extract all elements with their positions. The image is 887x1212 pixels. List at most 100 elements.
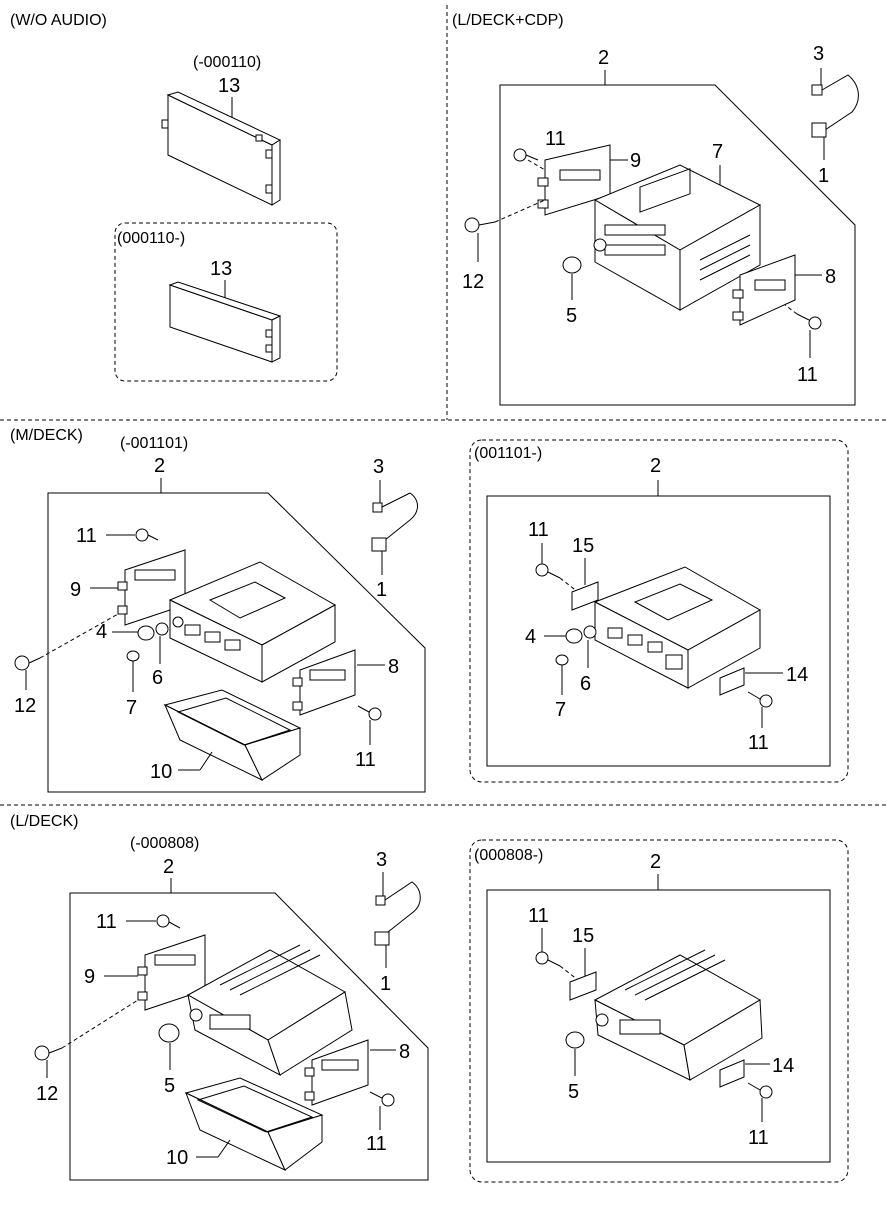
wo-audio-variant-b: (000110-) 13 (114, 222, 338, 382)
audio-unit-ldeck (186, 944, 353, 1077)
screw (357, 705, 382, 721)
part-label-3: 3 (813, 43, 824, 65)
part-label-10: 10 (150, 761, 172, 783)
part-label-11: 11 (355, 749, 376, 771)
part-label-1: 1 (818, 165, 829, 187)
part-label-12: 12 (462, 271, 484, 293)
mounting-bracket-right (304, 1039, 369, 1106)
range-label: (-000110) (193, 54, 261, 71)
screw (747, 691, 773, 708)
part-label-13: 13 (218, 75, 240, 97)
part-label-3: 3 (376, 849, 387, 871)
assembly-frame (47, 492, 426, 793)
assembly-frame (499, 84, 856, 406)
part-label-12: 12 (36, 1083, 58, 1105)
part-label-8: 8 (388, 656, 399, 678)
knob (158, 1023, 180, 1043)
part-label-8: 8 (825, 266, 836, 288)
part-label-12: 12 (14, 695, 36, 717)
section-title-wo-audio: (W/O AUDIO) (10, 12, 107, 29)
part-label-6: 6 (152, 667, 163, 689)
screw (156, 914, 181, 929)
part-label-10: 10 (166, 1147, 188, 1169)
knob (565, 628, 583, 644)
screw (535, 563, 561, 579)
part-label-15: 15 (572, 925, 594, 947)
part-label-8: 8 (399, 1041, 410, 1063)
range-label: (000110-) (117, 230, 185, 247)
mounting-bracket-right (732, 254, 796, 326)
part-label-2: 2 (154, 455, 165, 477)
small-bracket (719, 1059, 745, 1088)
pocket-tray (163, 689, 302, 782)
antenna-cable (374, 872, 421, 946)
assembly-frame (69, 892, 429, 1181)
part-label-11: 11 (797, 364, 818, 386)
ldeck-assembly-a: (-000808) 2 3 1 11 9 (34, 835, 429, 1181)
screw (464, 217, 496, 233)
part-label-11: 11 (545, 128, 566, 150)
part-label-5: 5 (566, 305, 577, 327)
part-label-5: 5 (164, 1075, 175, 1097)
part-label-2: 2 (650, 851, 661, 873)
blank-panel-small (168, 281, 282, 363)
knob (137, 625, 155, 641)
mounting-bracket-right (292, 649, 356, 716)
knob (562, 256, 582, 274)
screw (513, 148, 539, 162)
part-label-11: 11 (76, 525, 97, 547)
mdeck-assembly-a: (-001101) 2 3 1 11 9 (14, 435, 426, 793)
section-title-ldeck-cdp: (L/DECK+CDP) (452, 12, 564, 29)
screw (796, 313, 822, 330)
variant-frame (469, 439, 849, 783)
screw (369, 1091, 395, 1107)
wo-audio-variant-a: (-000110) 13 (161, 54, 282, 206)
small-bracket (719, 667, 745, 696)
mdeck-assembly-b: (001101-) 2 11 15 4 6 7 (469, 439, 849, 783)
part-label-9: 9 (630, 150, 641, 172)
part-label-4: 4 (96, 621, 107, 643)
small-bracket (571, 581, 599, 611)
part-label-7: 7 (126, 697, 137, 719)
part-label-4: 4 (525, 626, 536, 648)
ldeck-assembly-b: (000808-) 2 11 15 5 14 (469, 839, 849, 1183)
part-label-7: 7 (555, 699, 566, 721)
part-label-5: 5 (568, 1081, 579, 1103)
antenna-cable (811, 68, 859, 138)
pocket-tray (184, 1077, 324, 1172)
part-label-11: 11 (528, 905, 549, 927)
part-label-2: 2 (598, 47, 609, 69)
knob-small (583, 625, 597, 639)
knob-cap (126, 650, 140, 662)
audio-unit-mdeck-new (593, 566, 762, 689)
audio-unit-mdeck (168, 561, 337, 683)
part-label-14: 14 (786, 664, 808, 686)
screw (34, 1045, 63, 1061)
variant-frame (469, 839, 849, 1183)
audio-unit-ldeck-new (593, 949, 763, 1081)
section-title-mdeck: (M/DECK) (10, 427, 83, 444)
part-label-2: 2 (650, 455, 661, 477)
part-label-9: 9 (70, 579, 81, 601)
small-bracket (569, 971, 597, 1001)
range-label: (-000808) (130, 835, 199, 852)
ldeck-cdp-assembly: 2 3 1 11 9 7 (462, 43, 859, 406)
part-label-13: 13 (210, 258, 232, 280)
part-label-14: 14 (772, 1055, 794, 1077)
screw (135, 528, 159, 542)
knob-cap (555, 654, 569, 666)
part-label-11: 11 (96, 911, 117, 933)
part-label-6: 6 (580, 673, 591, 695)
screw (14, 655, 41, 671)
part-label-1: 1 (380, 973, 391, 995)
part-label-7: 7 (712, 141, 723, 163)
audio-unit-cdp (593, 164, 762, 311)
part-label-3: 3 (373, 456, 384, 478)
range-label: (-001101) (120, 435, 188, 452)
part-label-15: 15 (572, 535, 594, 557)
screw (535, 951, 561, 967)
knob (565, 1031, 585, 1049)
antenna-cable (371, 480, 418, 552)
